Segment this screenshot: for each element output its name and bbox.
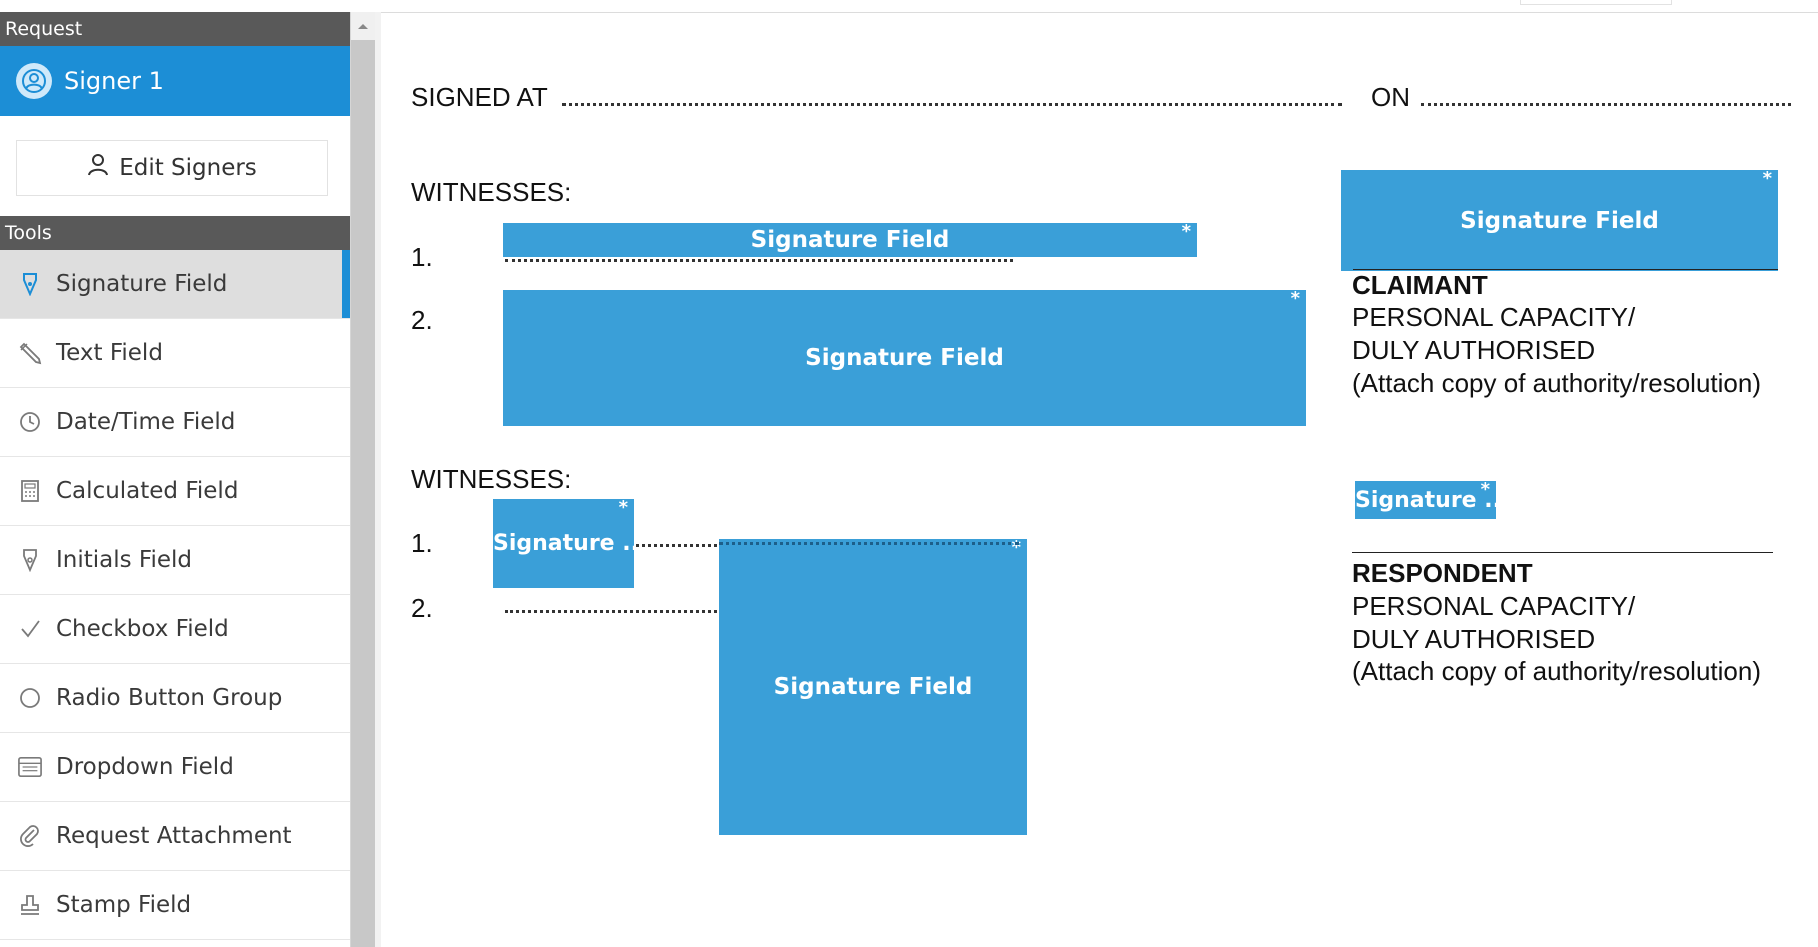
witness-number-2: 2. (411, 593, 433, 623)
signer-name: Signer 1 (64, 67, 164, 95)
sidebar-scrollbar[interactable] (351, 12, 375, 947)
claimant-line-3: (Attach copy of authority/resolution) (1352, 368, 1761, 398)
edit-signers-label: Edit Signers (119, 155, 257, 181)
signature-field-label: Signature Field (773, 674, 973, 700)
clock-icon (18, 410, 42, 434)
tool-calculated-field[interactable]: Calculated Field (0, 457, 350, 526)
tool-datetime-field[interactable]: Date/Time Field (0, 388, 350, 457)
tool-label: Signature Field (56, 271, 228, 297)
signature-field[interactable]: Signature Field * (503, 290, 1306, 426)
tools-header: Tools (0, 216, 350, 250)
edit-signers-button[interactable]: Edit Signers (16, 140, 328, 196)
signature-field-label: Signature Field (750, 227, 950, 253)
required-marker: * (1480, 481, 1490, 500)
tool-label: Dropdown Field (56, 754, 234, 780)
signature-field-label: Signature Field (1460, 207, 1659, 234)
witness-number-1: 1. (411, 528, 433, 558)
signature-field-label: Signature Field (805, 345, 1004, 371)
scroll-up-arrow-icon[interactable] (351, 12, 375, 40)
signed-at-label: SIGNED AT (411, 82, 548, 112)
checkmark-icon (18, 617, 42, 641)
respondent-line-2: DULY AUTHORISED (1352, 624, 1596, 654)
pen-nib-icon (18, 272, 42, 296)
sidebar: Request Signer 1 Edit Signers (0, 12, 351, 947)
respondent-line-3: (Attach copy of authority/resolution) (1352, 656, 1761, 686)
pencil-icon (18, 341, 42, 365)
signature-field[interactable]: Signature Field * (503, 223, 1197, 257)
circle-icon (18, 686, 42, 710)
tool-signature-field[interactable]: Signature Field (0, 250, 350, 319)
document-margin (375, 12, 381, 947)
witness-number-1: 1. (411, 242, 433, 272)
required-marker: * (1011, 539, 1021, 558)
signer-item[interactable]: Signer 1 (0, 46, 350, 116)
claimant-signature-field[interactable]: Signature Field * (1341, 170, 1778, 271)
required-marker: * (1290, 290, 1300, 309)
signature-field[interactable]: Signature Field * (719, 539, 1027, 835)
signature-field-small[interactable]: Signature ... * (493, 499, 634, 588)
respondent-signature-field[interactable]: Signature ... * (1355, 481, 1496, 519)
claimant-line-1: PERSONAL CAPACITY/ (1352, 302, 1636, 332)
tool-label: Date/Time Field (56, 409, 236, 435)
edit-signers-area: Edit Signers (0, 116, 350, 216)
user-avatar-icon (16, 63, 52, 99)
tool-text-field[interactable]: Text Field (0, 319, 350, 388)
paperclip-icon (18, 824, 42, 848)
tool-request-attachment[interactable]: Request Attachment (0, 802, 350, 871)
tool-label: Request Attachment (56, 823, 292, 849)
top-bar (375, 0, 1818, 13)
request-header: Request (0, 12, 350, 46)
respondent-line-1: PERSONAL CAPACITY/ (1352, 591, 1636, 621)
tool-label: Calculated Field (56, 478, 239, 504)
pen-nib-icon (18, 548, 42, 572)
tool-label: Initials Field (56, 547, 193, 573)
tool-stamp-field[interactable]: Stamp Field (0, 871, 350, 940)
required-marker: * (618, 499, 628, 518)
witnesses-heading-1: WITNESSES: (411, 177, 572, 207)
signature-field-label: Signature ... (1355, 487, 1496, 513)
tool-radio-button-group[interactable]: Radio Button Group (0, 664, 350, 733)
tool-label: Text Field (56, 340, 163, 366)
on-label: ON (1371, 82, 1410, 112)
tool-checkbox-field[interactable]: Checkbox Field (0, 595, 350, 664)
respondent-signature-line (1352, 552, 1773, 553)
claimant-title: CLAIMANT (1352, 270, 1488, 300)
document-page: SIGNED AT ON WITNESSES: 1. 2. Signature … (381, 13, 1818, 947)
user-icon (87, 153, 119, 183)
required-marker: * (1762, 170, 1772, 189)
required-marker: * (1181, 223, 1191, 242)
field-overlay-dots (719, 542, 1019, 545)
tool-label: Stamp Field (56, 892, 192, 918)
tool-label: Radio Button Group (56, 685, 283, 711)
signed-at-dots (562, 103, 1342, 106)
respondent-title: RESPONDENT (1352, 558, 1533, 588)
tool-initials-field[interactable]: Initials Field (0, 526, 350, 595)
tool-label: Checkbox Field (56, 616, 229, 642)
stamp-icon (18, 893, 42, 917)
calculator-icon (18, 479, 42, 503)
witness-number-2: 2. (411, 305, 433, 335)
witness1-dots-1 (505, 259, 1013, 262)
on-dots (1421, 103, 1791, 106)
top-tab[interactable] (1520, 0, 1672, 5)
claimant-signature-line (1353, 269, 1778, 270)
tool-dropdown-field[interactable]: Dropdown Field (0, 733, 350, 802)
list-icon (18, 755, 42, 779)
witnesses-heading-2: WITNESSES: (411, 464, 572, 494)
signature-field-label: Signature ... (493, 531, 634, 556)
claimant-line-2: DULY AUTHORISED (1352, 335, 1596, 365)
